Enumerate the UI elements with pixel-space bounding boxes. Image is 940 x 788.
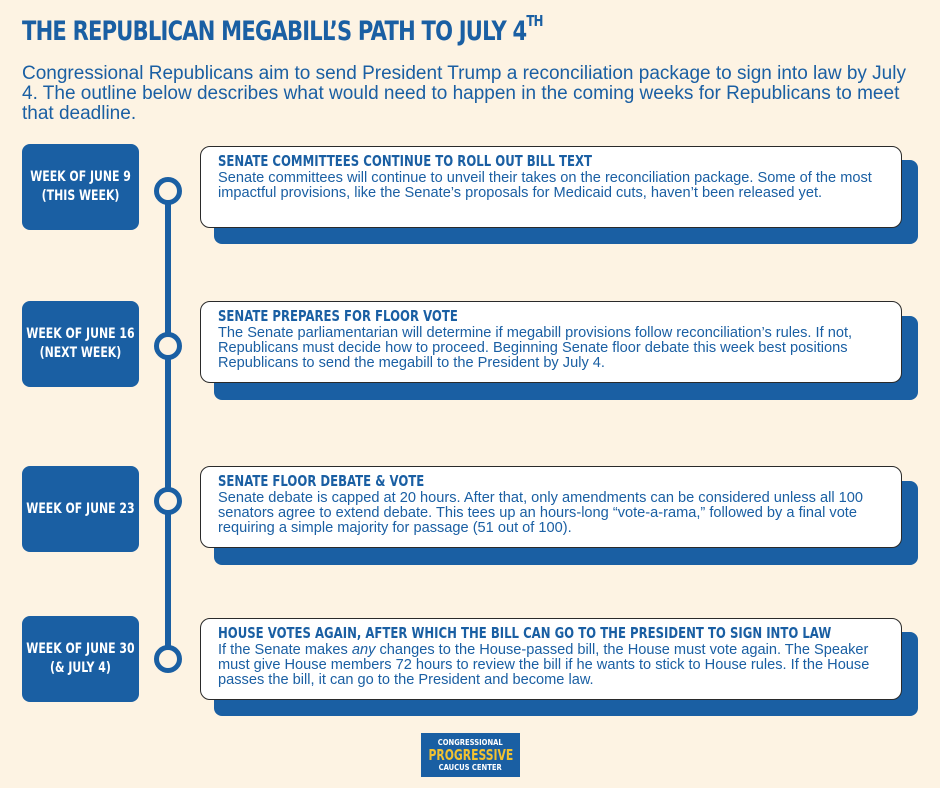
title-superscript: th [526,12,543,30]
week-label-line2: (Next Week) [39,345,122,361]
timeline-marker [154,177,182,205]
week-label-june-23: Week of June 23 [22,466,139,552]
week-label-line1: Week of June 30 [26,641,135,657]
card-heading: House Votes Again, After Which the Bill … [218,624,832,642]
week-label-june-9: Week of June 9 (This Week) [22,144,139,230]
timeline-card-june-23: Senate Floor Debate & Vote Senate debate… [200,466,902,548]
timeline-marker [154,332,182,360]
logo-line-progressive: PROGRESSIVE [428,746,513,764]
logo-line-congressional: CONGRESSIONAL [437,738,503,747]
cpc-center-logo: CONGRESSIONAL PROGRESSIVE CAUCUS CENTER [421,733,520,777]
intro-paragraph: Congressional Republicans aim to send Pr… [22,63,906,124]
timeline-marker [154,487,182,515]
week-label-line2: (This Week) [41,188,120,204]
week-label-line1: Week of June 23 [26,500,135,517]
week-label-line1: Week of June 16 [26,326,135,342]
card-heading: Senate Committees Continue to Roll Out B… [218,152,592,170]
page-title: The Republican Megabill’s Path to July 4… [22,12,543,47]
card-body: If the Senate makes any changes to the H… [218,643,887,688]
timeline-card-june-16: Senate Prepares for Floor Vote The Senat… [200,301,902,383]
card-body: Senate debate is capped at 20 hours. Aft… [218,490,863,536]
card-heading: Senate Prepares for Floor Vote [218,307,458,325]
timeline-card-june-30: House Votes Again, After Which the Bill … [200,618,902,700]
timeline-card-june-9: Senate Committees Continue to Roll Out B… [200,146,902,228]
card-body-part: changes to the House-passed bill, the Ho… [218,642,870,688]
card-body-emphasis: any [351,642,376,658]
week-label-june-30: Week of June 30 (& July 4) [22,616,139,702]
logo-line-caucus-center: CAUCUS CENTER [438,763,503,772]
timeline-line [165,188,171,658]
timeline-marker [154,645,182,673]
title-text: The Republican Megabill’s Path to July 4 [22,16,527,47]
card-heading: Senate Floor Debate & Vote [218,472,425,490]
card-body: Senate committees will continue to unvei… [218,170,872,201]
card-body-part: If the Senate makes [218,642,352,658]
week-label-june-16: Week of June 16 (Next Week) [22,301,139,387]
card-body: The Senate parliamentarian will determin… [218,325,853,371]
week-label-line1: Week of June 9 [30,169,131,185]
week-label-line2: (& July 4) [50,660,111,676]
